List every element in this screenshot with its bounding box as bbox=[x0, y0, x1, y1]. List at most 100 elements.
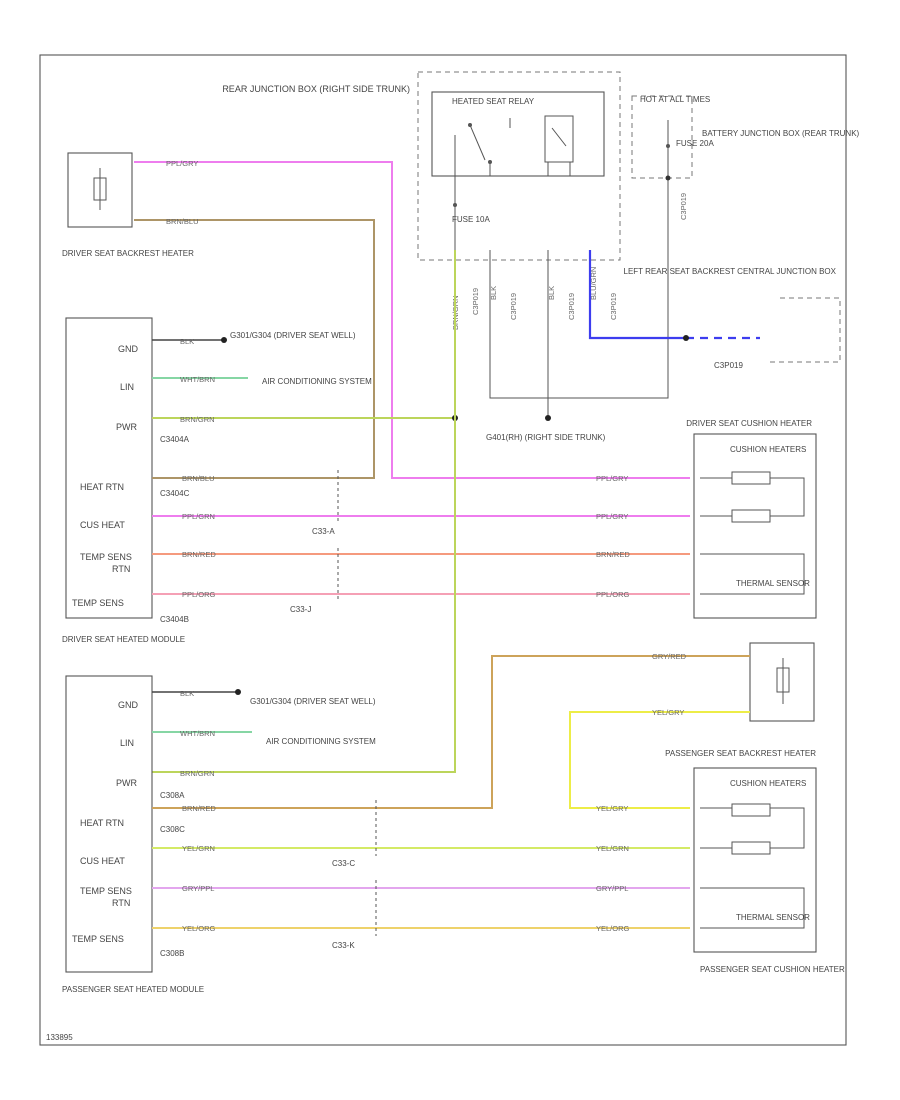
pass-cushion-label: PASSENGER SEAT CUSHION HEATER bbox=[700, 965, 845, 974]
svg-text:BRN/RED: BRN/RED bbox=[182, 550, 216, 559]
passenger-seat-cushion-heater: CUSHION HEATERS THERMAL SENSOR PASSENGER… bbox=[693, 767, 845, 974]
svg-text:C308C: C308C bbox=[160, 825, 185, 834]
svg-text:C33-J: C33-J bbox=[290, 605, 311, 614]
rear-junction-box-label: REAR JUNCTION BOX (RIGHT SIDE TRUNK) bbox=[222, 84, 410, 94]
svg-text:BLK: BLK bbox=[489, 286, 498, 300]
svg-text:HEAT RTN: HEAT RTN bbox=[80, 818, 124, 828]
svg-text:C3P019: C3P019 bbox=[509, 293, 518, 320]
ac-system-label: AIR CONDITIONING SYSTEM bbox=[262, 377, 372, 386]
blue-wire bbox=[588, 250, 686, 340]
pin-temp-sens: TEMP SENS bbox=[72, 598, 124, 608]
left-rear-backrest-label: LEFT REAR SEAT BACKREST CENTRAL JUNCTION… bbox=[624, 267, 837, 276]
svg-text:C33-A: C33-A bbox=[312, 527, 335, 536]
rear-junction-box: REAR JUNCTION BOX (RIGHT SIDE TRUNK) HEA… bbox=[222, 71, 621, 261]
svg-text:PWR: PWR bbox=[116, 778, 137, 788]
pin-cus-heat: CUS HEAT bbox=[80, 520, 125, 530]
svg-text:RTN: RTN bbox=[112, 898, 130, 908]
passenger-seat-heated-module: GND LIN PWR HEAT RTN CUS HEAT TEMP SENS … bbox=[62, 675, 204, 994]
svg-text:C33-C: C33-C bbox=[332, 859, 355, 868]
svg-text:PPL/GRY: PPL/GRY bbox=[596, 512, 628, 521]
svg-text:GRY/RED: GRY/RED bbox=[652, 652, 687, 661]
g401-label: G401(RH) (RIGHT SIDE TRUNK) bbox=[486, 433, 606, 442]
svg-text:PPL/GRN: PPL/GRN bbox=[182, 512, 215, 521]
svg-text:C3404C: C3404C bbox=[160, 489, 190, 498]
svg-text:YEL/GRN: YEL/GRN bbox=[182, 844, 215, 853]
svg-text:C33-K: C33-K bbox=[332, 941, 355, 950]
svg-text:BLK: BLK bbox=[180, 337, 194, 346]
svg-text:C3P019: C3P019 bbox=[471, 288, 480, 315]
ac-system-b-label: AIR CONDITIONING SYSTEM bbox=[266, 737, 376, 746]
svg-text:THERMAL SENSOR: THERMAL SENSOR bbox=[736, 913, 810, 922]
driver-backrest-label: DRIVER SEAT BACKREST HEATER bbox=[62, 249, 194, 258]
pin-temp-sens-rtn: TEMP SENS bbox=[80, 552, 132, 562]
battery-junction-box: HOT AT ALL TIMES FUSE 20A BATTERY JUNCTI… bbox=[631, 95, 860, 300]
driver-module-label: DRIVER SEAT HEATED MODULE bbox=[62, 635, 185, 644]
svg-text:TEMP SENS: TEMP SENS bbox=[72, 934, 124, 944]
diagram-id: 133895 bbox=[46, 1033, 73, 1042]
svg-text:BLK: BLK bbox=[547, 286, 556, 300]
svg-text:PPL/ORG: PPL/ORG bbox=[182, 590, 216, 599]
svg-text:LIN: LIN bbox=[120, 738, 134, 748]
g301-label: G301/G304 (DRIVER SEAT WELL) bbox=[230, 331, 356, 340]
svg-text:BRN/GRN: BRN/GRN bbox=[180, 769, 215, 778]
driver-seat-cushion-heater: DRIVER SEAT CUSHION HEATER CUSHION HEATE… bbox=[686, 419, 817, 619]
svg-text:BRN/BLU: BRN/BLU bbox=[166, 217, 199, 226]
pin-heat-rtn: HEAT RTN bbox=[80, 482, 124, 492]
svg-text:WHT/BRN: WHT/BRN bbox=[180, 375, 215, 384]
diagram-frame bbox=[39, 54, 847, 1046]
svg-text:TEMP SENS: TEMP SENS bbox=[80, 886, 132, 896]
svg-text:CUS HEAT: CUS HEAT bbox=[80, 856, 125, 866]
svg-text:C3P019: C3P019 bbox=[679, 193, 688, 220]
passenger-seat-backrest-heater: PASSENGER SEAT BACKREST HEATER bbox=[665, 642, 816, 758]
svg-text:C3P019: C3P019 bbox=[609, 293, 618, 320]
svg-text:C308A: C308A bbox=[160, 791, 185, 800]
passenger-module-wires: BLK G301/G304 (DRIVER SEAT WELL) WHT/BRN… bbox=[152, 652, 750, 950]
svg-text:PPL/GRY: PPL/GRY bbox=[166, 159, 198, 168]
fuse-20a-label: FUSE 20A bbox=[676, 139, 714, 148]
hot-at-all-times-label: HOT AT ALL TIMES bbox=[640, 95, 710, 104]
svg-text:THERMAL SENSOR: THERMAL SENSOR bbox=[736, 579, 810, 588]
svg-text:WHT/BRN: WHT/BRN bbox=[180, 729, 215, 738]
svg-text:YEL/ORG: YEL/ORG bbox=[182, 924, 216, 933]
heated-seat-relay-label: HEATED SEAT RELAY bbox=[452, 97, 535, 106]
svg-text:BRN/BLU: BRN/BLU bbox=[182, 474, 215, 483]
pin-pwr: PWR bbox=[116, 422, 137, 432]
svg-text:BRN/RED: BRN/RED bbox=[182, 804, 216, 813]
svg-text:YEL/GRN: YEL/GRN bbox=[596, 844, 629, 853]
relay-fuse-label: FUSE 10A bbox=[452, 215, 490, 224]
pin-gnd: GND bbox=[118, 344, 139, 354]
c3p019-label: C3P019 bbox=[714, 361, 743, 370]
svg-text:PPL/GRY: PPL/GRY bbox=[596, 474, 628, 483]
relay-vertical-wire-labels: BRN/GRN C3P019 BLK C3P019 BLK C3P019 BLU… bbox=[451, 193, 688, 330]
svg-text:C3404B: C3404B bbox=[160, 615, 189, 624]
svg-text:BRN/RED: BRN/RED bbox=[596, 550, 630, 559]
svg-text:GRY/PPL: GRY/PPL bbox=[596, 884, 628, 893]
svg-text:C3404A: C3404A bbox=[160, 435, 190, 444]
svg-text:GND: GND bbox=[118, 700, 139, 710]
svg-text:YEL/GRY: YEL/GRY bbox=[652, 708, 684, 717]
driver-cushion-label: DRIVER SEAT CUSHION HEATER bbox=[686, 419, 812, 428]
battery-junction-box-label: BATTERY JUNCTION BOX (REAR TRUNK) bbox=[702, 129, 860, 138]
svg-text:BLU/GRN: BLU/GRN bbox=[589, 267, 598, 300]
svg-text:C308B: C308B bbox=[160, 949, 184, 958]
g401-ground bbox=[545, 415, 551, 421]
svg-text:RTN: RTN bbox=[112, 564, 130, 574]
g301b-label: G301/G304 (DRIVER SEAT WELL) bbox=[250, 697, 376, 706]
svg-text:BRN/GRN: BRN/GRN bbox=[180, 415, 215, 424]
pass-backrest-label: PASSENGER SEAT BACKREST HEATER bbox=[665, 749, 816, 758]
driver-seat-backrest-heater: DRIVER SEAT BACKREST HEATER bbox=[62, 152, 194, 258]
svg-text:PPL/ORG: PPL/ORG bbox=[596, 590, 630, 599]
svg-text:GRY/PPL: GRY/PPL bbox=[182, 884, 214, 893]
svg-text:YEL/GRY: YEL/GRY bbox=[596, 804, 628, 813]
svg-text:C3P019: C3P019 bbox=[567, 293, 576, 320]
pin-lin: LIN bbox=[120, 382, 134, 392]
svg-text:BLK: BLK bbox=[180, 689, 194, 698]
driver-seat-heated-module: GND LIN PWR HEAT RTN CUS HEAT TEMP SENS … bbox=[62, 317, 190, 644]
heated-seat-relay bbox=[431, 91, 605, 177]
power-feed-wire bbox=[152, 250, 456, 773]
svg-text:CUSHION HEATERS: CUSHION HEATERS bbox=[730, 445, 806, 454]
svg-text:CUSHION HEATERS: CUSHION HEATERS bbox=[730, 779, 806, 788]
driver-module-wires: PPL/GRY PPL/GRY BRN/BLU BRN/BLU BLK G301… bbox=[134, 159, 690, 614]
svg-text:YEL/ORG: YEL/ORG bbox=[596, 924, 630, 933]
